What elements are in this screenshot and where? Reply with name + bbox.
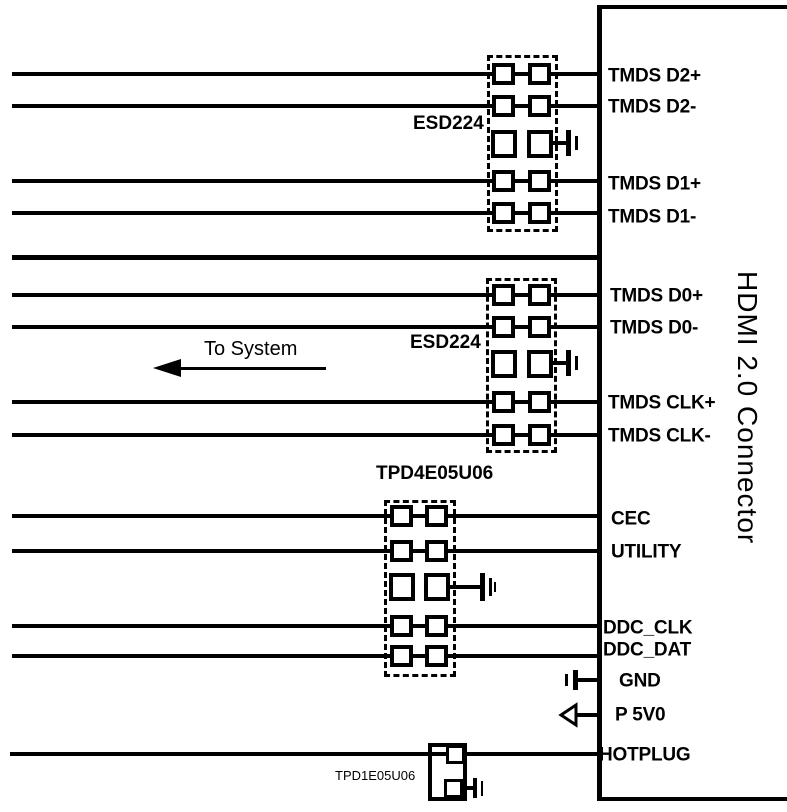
esd224-mid-box <box>486 278 557 453</box>
line-tmds-d2-plus <box>12 72 597 76</box>
line-utility <box>12 549 597 553</box>
pin <box>528 170 551 192</box>
pin <box>528 202 551 224</box>
power-arrow-icon <box>558 702 600 728</box>
pin <box>528 391 551 413</box>
line-ddc-dat <box>12 654 597 658</box>
to-system-label: To System <box>204 338 298 360</box>
connector-title: HDMI 2.0 Connector <box>732 271 763 545</box>
line-hotplug <box>10 752 597 756</box>
pin <box>528 316 551 338</box>
signal-label-tmds-clk-minus: TMDS CLK- <box>608 425 711 447</box>
pin <box>527 130 553 158</box>
signal-label-p5v0: P 5V0 <box>615 704 666 726</box>
signal-label-gnd: GND <box>619 670 661 692</box>
pin <box>528 284 551 306</box>
pin <box>491 350 517 378</box>
pin <box>492 424 515 446</box>
pin <box>492 63 515 85</box>
line-tmds-clk-minus <box>12 433 597 437</box>
device-label-esd224-mid: ESD224 <box>410 332 481 353</box>
arrow-left-icon <box>178 367 326 370</box>
pin <box>424 573 450 601</box>
signal-label-tmds-d0-minus: TMDS D0- <box>610 317 699 339</box>
pin <box>389 573 415 601</box>
pin <box>425 540 448 562</box>
line-tmds-d2-minus <box>12 104 597 108</box>
signal-label-tmds-d2-minus: TMDS D2- <box>608 96 697 118</box>
line-shield <box>12 255 597 260</box>
pin <box>390 645 413 667</box>
pin <box>390 540 413 562</box>
pin <box>492 95 515 117</box>
pin <box>446 745 465 764</box>
pin <box>425 615 448 637</box>
pin <box>425 645 448 667</box>
signal-label-ddc-dat: DDC_DAT <box>603 639 691 661</box>
device-label-esd224-top: ESD224 <box>413 113 484 134</box>
arrow-left-icon <box>153 359 181 377</box>
signal-label-tmds-d1-plus: TMDS D1+ <box>608 173 701 195</box>
pin <box>492 170 515 192</box>
line-tmds-d1-plus <box>12 179 597 183</box>
tpd4e05u06-box <box>384 500 456 677</box>
signal-label-utility: UTILITY <box>611 541 682 563</box>
signal-label-tmds-clk-plus: TMDS CLK+ <box>608 392 716 414</box>
pin <box>528 63 551 85</box>
signal-label-ddc-clk: DDC_CLK <box>603 617 693 639</box>
line-tmds-d1-minus <box>12 211 597 215</box>
esd224-top-box <box>487 55 558 232</box>
pin <box>390 505 413 527</box>
pin <box>491 130 517 158</box>
pin <box>492 391 515 413</box>
pin <box>492 316 515 338</box>
pin <box>492 202 515 224</box>
signal-label-tmds-d2-plus: TMDS D2+ <box>608 65 701 87</box>
pin <box>527 350 553 378</box>
device-label-tpd4e05u06: TPD4E05U06 <box>376 463 494 484</box>
signal-label-tmds-d0-plus: TMDS D0+ <box>610 285 703 307</box>
line-tmds-clk-plus <box>12 400 597 404</box>
pin <box>528 424 551 446</box>
pin <box>390 615 413 637</box>
pin <box>425 505 448 527</box>
signal-label-tmds-d1-minus: TMDS D1- <box>608 206 697 228</box>
line-ddc-clk <box>12 624 597 628</box>
line-cec <box>12 514 597 518</box>
line-tmds-d0-minus <box>12 325 597 329</box>
pin <box>528 95 551 117</box>
signal-label-cec: CEC <box>611 508 651 530</box>
signal-label-hotplug: HOTPLUG <box>599 744 691 766</box>
pin <box>492 284 515 306</box>
device-label-tpd1e05u06: TPD1E05U06 <box>335 768 416 783</box>
hdmi-connector-box <box>597 5 787 801</box>
line-tmds-d0-plus <box>12 293 597 297</box>
